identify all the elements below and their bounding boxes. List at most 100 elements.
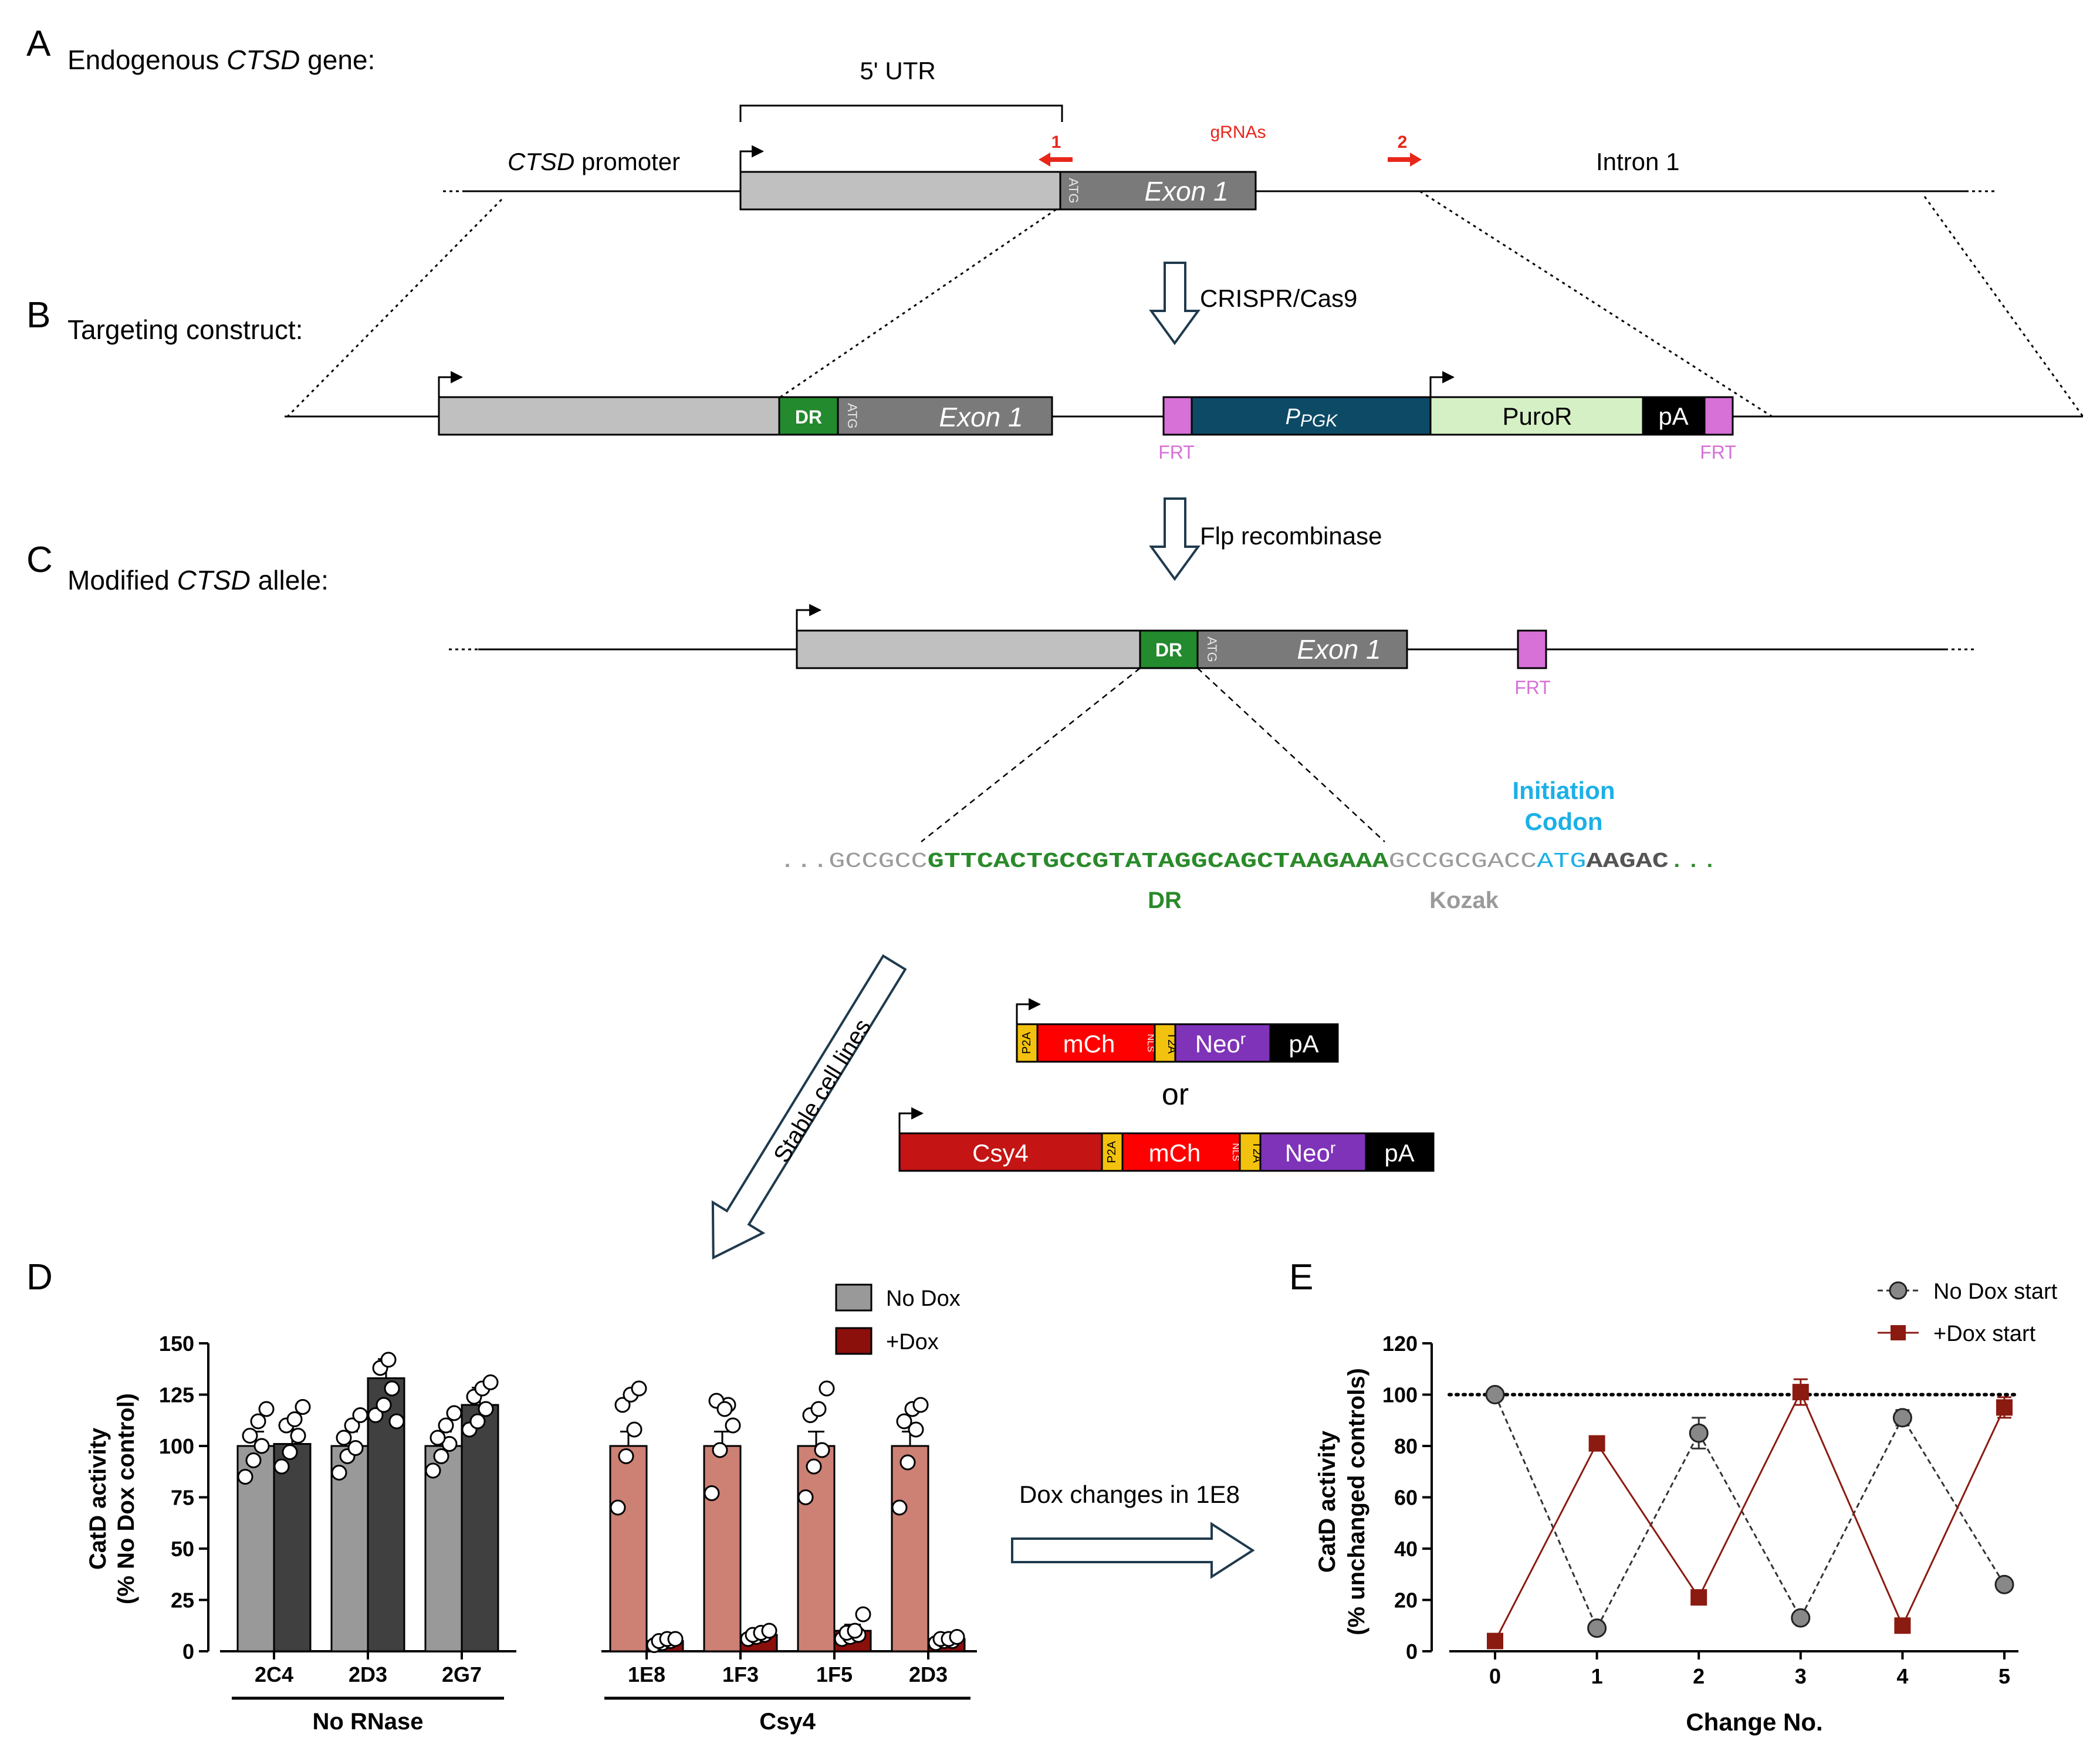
legend-marker-e (1889, 1281, 1908, 1300)
data-point (258, 1401, 275, 1417)
point-nodox (1892, 1408, 1912, 1428)
data-point (273, 1458, 290, 1475)
c-exon1-label: Exon 1 (1297, 634, 1381, 665)
bar-nodox (703, 1445, 742, 1652)
flp-label: Flp recombinase (1200, 522, 1382, 550)
x-tick-label-d: 2D3 (349, 1662, 387, 1686)
legend-label-e: No Dox start (1933, 1279, 2058, 1304)
bar-nodox (424, 1445, 463, 1652)
or-label: or (1162, 1078, 1189, 1112)
promoter-label: CTSD promoter (508, 148, 680, 175)
seq-kozak-label: Kozak (1429, 888, 1499, 913)
crispr-arrow: CRISPR/Cas9 (1149, 262, 1357, 346)
y-tick-label-d: 75 (171, 1486, 194, 1510)
data-point (352, 1407, 368, 1423)
data-point (253, 1438, 270, 1454)
construct-csy4: Csy4 P2A mCh NLS T2A Neor pA (898, 1107, 1435, 1172)
initiation-label-1: Initiation (1513, 777, 1615, 804)
b-dr-label: DR (795, 407, 822, 428)
data-point (891, 1499, 908, 1516)
bar-dox (273, 1443, 312, 1652)
y-tick-label-d: 100 (159, 1434, 194, 1458)
y-tick-label-e: 80 (1394, 1434, 1418, 1458)
grna-1-label: 1 (1051, 133, 1061, 152)
b-exon1-label: Exon 1 (939, 402, 1023, 432)
x-tick-label-d: 1F3 (722, 1662, 759, 1686)
stable-label: Stable cell lines (769, 1015, 876, 1167)
legend-label: +Dox (886, 1330, 939, 1354)
point-dox (1894, 1617, 1911, 1634)
utr-box (739, 171, 1061, 211)
x-tick-label-d: 1E8 (628, 1662, 665, 1686)
y-tick-label-e: 40 (1394, 1537, 1418, 1561)
data-point (245, 1452, 262, 1468)
b-tss-arrow (438, 371, 464, 397)
puror-label: PuroR (1502, 402, 1572, 430)
point-dox (1792, 1384, 1809, 1401)
svg-text:pA: pA (1289, 1030, 1318, 1058)
intron-label: Intron 1 (1596, 148, 1679, 175)
data-point (631, 1380, 647, 1397)
data-point (250, 1413, 266, 1430)
data-point (446, 1405, 462, 1421)
y-tick-label-d: 50 (171, 1537, 194, 1561)
data-point (237, 1469, 253, 1485)
crispr-label: CRISPR/Cas9 (1200, 285, 1357, 312)
x-tick-label-d: 2D3 (909, 1662, 948, 1686)
c-utr-box (796, 629, 1141, 669)
svg-text:NLS: NLS (1145, 1034, 1155, 1052)
data-point (336, 1430, 352, 1446)
panel-c: C Modified CTSD allele: DR ATG Exon 1 FR… (26, 540, 1977, 913)
y-tick-label-e: 120 (1382, 1332, 1418, 1356)
construct-mch: P2A mCh NLS T2A Neor pA (1016, 998, 1339, 1063)
frt-right (1703, 396, 1734, 436)
legend-swatch (835, 1283, 873, 1312)
bar-nodox (891, 1445, 929, 1652)
x-tick-label-e: 3 (1795, 1664, 1807, 1688)
data-point (912, 1397, 929, 1413)
y-tick-label-d: 125 (159, 1383, 194, 1407)
x-tick-label-e: 5 (1998, 1664, 2010, 1688)
data-point (242, 1428, 258, 1444)
c-tss-arrow (796, 604, 822, 630)
dox-changes: Dox changes in 1E8 (1011, 1481, 1255, 1579)
bar-nodox (609, 1445, 648, 1652)
svg-text:mCh: mCh (1063, 1030, 1115, 1058)
puror-tss-arrow (1429, 371, 1455, 397)
data-point (482, 1374, 499, 1390)
data-point (908, 1421, 924, 1438)
x-tick-label-e: 4 (1896, 1664, 1908, 1688)
data-point (286, 1411, 303, 1427)
data-point (433, 1448, 449, 1464)
data-point (282, 1444, 298, 1460)
legend-marker-e (1891, 1325, 1906, 1340)
panel-c-title: Modified CTSD allele: (67, 565, 329, 595)
data-point (614, 1397, 631, 1413)
data-point (716, 1401, 733, 1417)
x-tick-label-e: 2 (1693, 1664, 1705, 1688)
data-point (469, 1413, 486, 1430)
data-point (814, 1442, 830, 1458)
svg-text:P2A: P2A (1105, 1140, 1118, 1163)
point-dox (1690, 1589, 1707, 1606)
c-dr-box (1139, 629, 1199, 669)
bar-nodox (797, 1445, 836, 1652)
exon1-box (1059, 171, 1257, 211)
point-dox (1588, 1435, 1605, 1452)
svg-text:P2A: P2A (1020, 1031, 1033, 1054)
y-tick-label-d: 150 (159, 1332, 194, 1356)
data-point (388, 1413, 405, 1430)
legend-swatch (835, 1327, 873, 1355)
y-axis-label-d: (% No Dox control) (113, 1393, 139, 1604)
stable-arrow (711, 954, 907, 1260)
data-point (430, 1430, 446, 1446)
data-point (331, 1465, 347, 1481)
x-tick-label-d: 1F5 (816, 1662, 853, 1686)
frt-right-label: FRT (1700, 442, 1736, 463)
grnas-label: gRNAs (1210, 123, 1266, 142)
point-dox (1996, 1399, 2013, 1416)
group-label: No RNase (313, 1709, 424, 1735)
x-tick-label-d: 2C4 (255, 1662, 293, 1686)
